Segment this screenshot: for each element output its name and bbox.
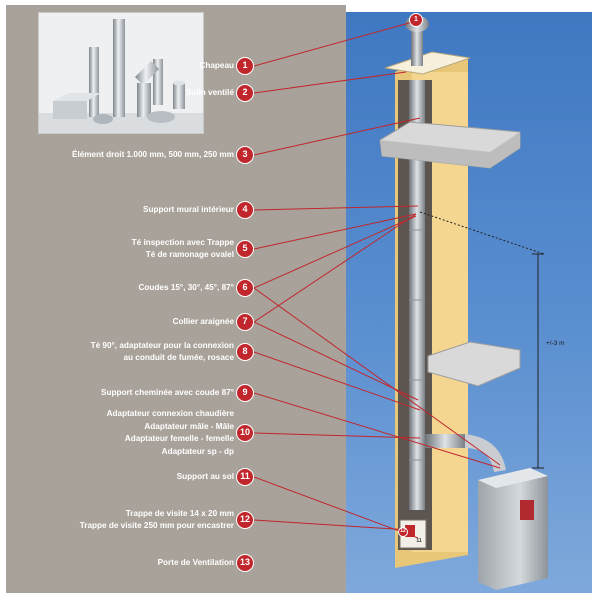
legend-badge-9: 9 xyxy=(236,384,254,402)
legend-label-line: Adaptateur sp - dp xyxy=(161,446,234,456)
leader-line-3 xyxy=(253,117,421,156)
diagram-marker-top: 1 xyxy=(409,13,423,27)
legend-label-7: Collier araignée xyxy=(0,316,234,329)
leader-line-12 xyxy=(253,519,411,531)
legend-badge-11: 11 xyxy=(236,468,254,486)
legend-badge-6: 6 xyxy=(236,279,254,297)
legend-label-line: Support au sol xyxy=(176,471,234,481)
illustration-panel xyxy=(346,12,592,593)
leader-line-8 xyxy=(253,351,421,411)
boiler-panel xyxy=(520,500,534,520)
legend-badge-10: 10 xyxy=(236,424,254,442)
leader-line-7 xyxy=(253,213,417,323)
legend-label-line: Té inspection avec Trappe xyxy=(131,237,234,247)
legend-label-1: Chapeau xyxy=(0,60,234,73)
legend-badge-8: 8 xyxy=(236,343,254,361)
legend-badge-13: 13 xyxy=(236,554,254,572)
legend-label-line: Adaptateur mâle - Mâle xyxy=(144,421,234,431)
leader-line-4 xyxy=(253,205,419,211)
legend-label-line: Solin ventilé xyxy=(185,87,234,97)
legend-label-line: Coudes 15°, 30°, 45°, 87° xyxy=(138,282,234,292)
legend-label-13: Porte de Ventilation xyxy=(0,557,234,570)
leader-line-branch xyxy=(253,287,501,466)
legend-label-11: Support au sol xyxy=(0,471,234,484)
legend-badge-3: 3 xyxy=(236,146,254,164)
cap-pipe xyxy=(411,30,423,66)
legend-label-8: Té 90°, adaptateur pour la connexion au c… xyxy=(0,340,234,365)
lower-floor-slab xyxy=(427,341,521,387)
leader-line-branch xyxy=(253,321,419,401)
legend-label-12: Trappe de visite 14 x 20 mm Trappe de vis… xyxy=(0,508,234,533)
diagram-marker-door-11: 11 xyxy=(416,538,422,544)
legend-label-4: Support mural intérieur xyxy=(0,204,234,217)
legend-label-2: Solin ventilé xyxy=(0,87,234,100)
product-photo xyxy=(38,12,204,134)
legend-label-line: Support mural intérieur xyxy=(143,204,234,214)
legend-badge-4: 4 xyxy=(236,201,254,219)
legend-label-line: Support cheminée avec coude 87° xyxy=(101,387,234,397)
legend-label-line: Té de ramonage ovalel xyxy=(145,250,234,259)
leader-line-6 xyxy=(253,215,417,289)
leader-line-2 xyxy=(253,71,407,94)
legend-label-line: au conduit de fumée, rosace xyxy=(123,353,234,362)
legend-label-6: Coudes 15°, 30°, 45°, 87° xyxy=(0,282,234,295)
legend-badge-12: 12 xyxy=(236,511,254,529)
stainless-pipes-picture xyxy=(39,13,203,133)
legend-label-line: Té 90°, adaptateur pour la connexion xyxy=(90,340,234,350)
legend-badge-5: 5 xyxy=(236,240,254,258)
dimension-line xyxy=(419,211,545,469)
leader-line-5 xyxy=(253,213,417,250)
leader-line-1 xyxy=(253,19,421,67)
legend-label-3: Élément droit 1.000 mm, 500 mm, 250 mm xyxy=(0,149,234,162)
legend-label-line: Trappe de visite 14 x 20 mm xyxy=(125,508,234,518)
legend-label-line: Élément droit 1.000 mm, 500 mm, 250 mm xyxy=(71,149,234,159)
legend-badge-2: 2 xyxy=(236,84,254,102)
dimension-label: +/-3 m xyxy=(546,340,565,347)
leader-line-10 xyxy=(253,432,421,439)
legend-label-line: Porte de Ventilation xyxy=(157,557,234,567)
legend-badge-1: 1 xyxy=(236,57,254,75)
legend-label-5: Té inspection avec Trappe Té de ramonage … xyxy=(0,237,234,262)
boiler xyxy=(478,468,548,590)
legend-label-line: Adaptateur femelle - femelle xyxy=(124,434,234,443)
legend-badge-7: 7 xyxy=(236,313,254,331)
legend-label-9: Support cheminée avec coude 87° xyxy=(0,387,234,400)
leader-line-9 xyxy=(253,392,501,469)
legend-label-line: Trappe de visite 250 mm pour encastrer xyxy=(79,521,234,530)
boiler-connector xyxy=(425,434,465,448)
legend-label-line: Collier araignée xyxy=(172,316,234,326)
leader-line-11 xyxy=(253,476,419,539)
legend-label-line: Adaptateur connexion chaudière xyxy=(106,409,234,418)
diagram-marker-door-12: 12 xyxy=(398,527,408,537)
legend-label-line: Chapeau xyxy=(199,60,234,70)
